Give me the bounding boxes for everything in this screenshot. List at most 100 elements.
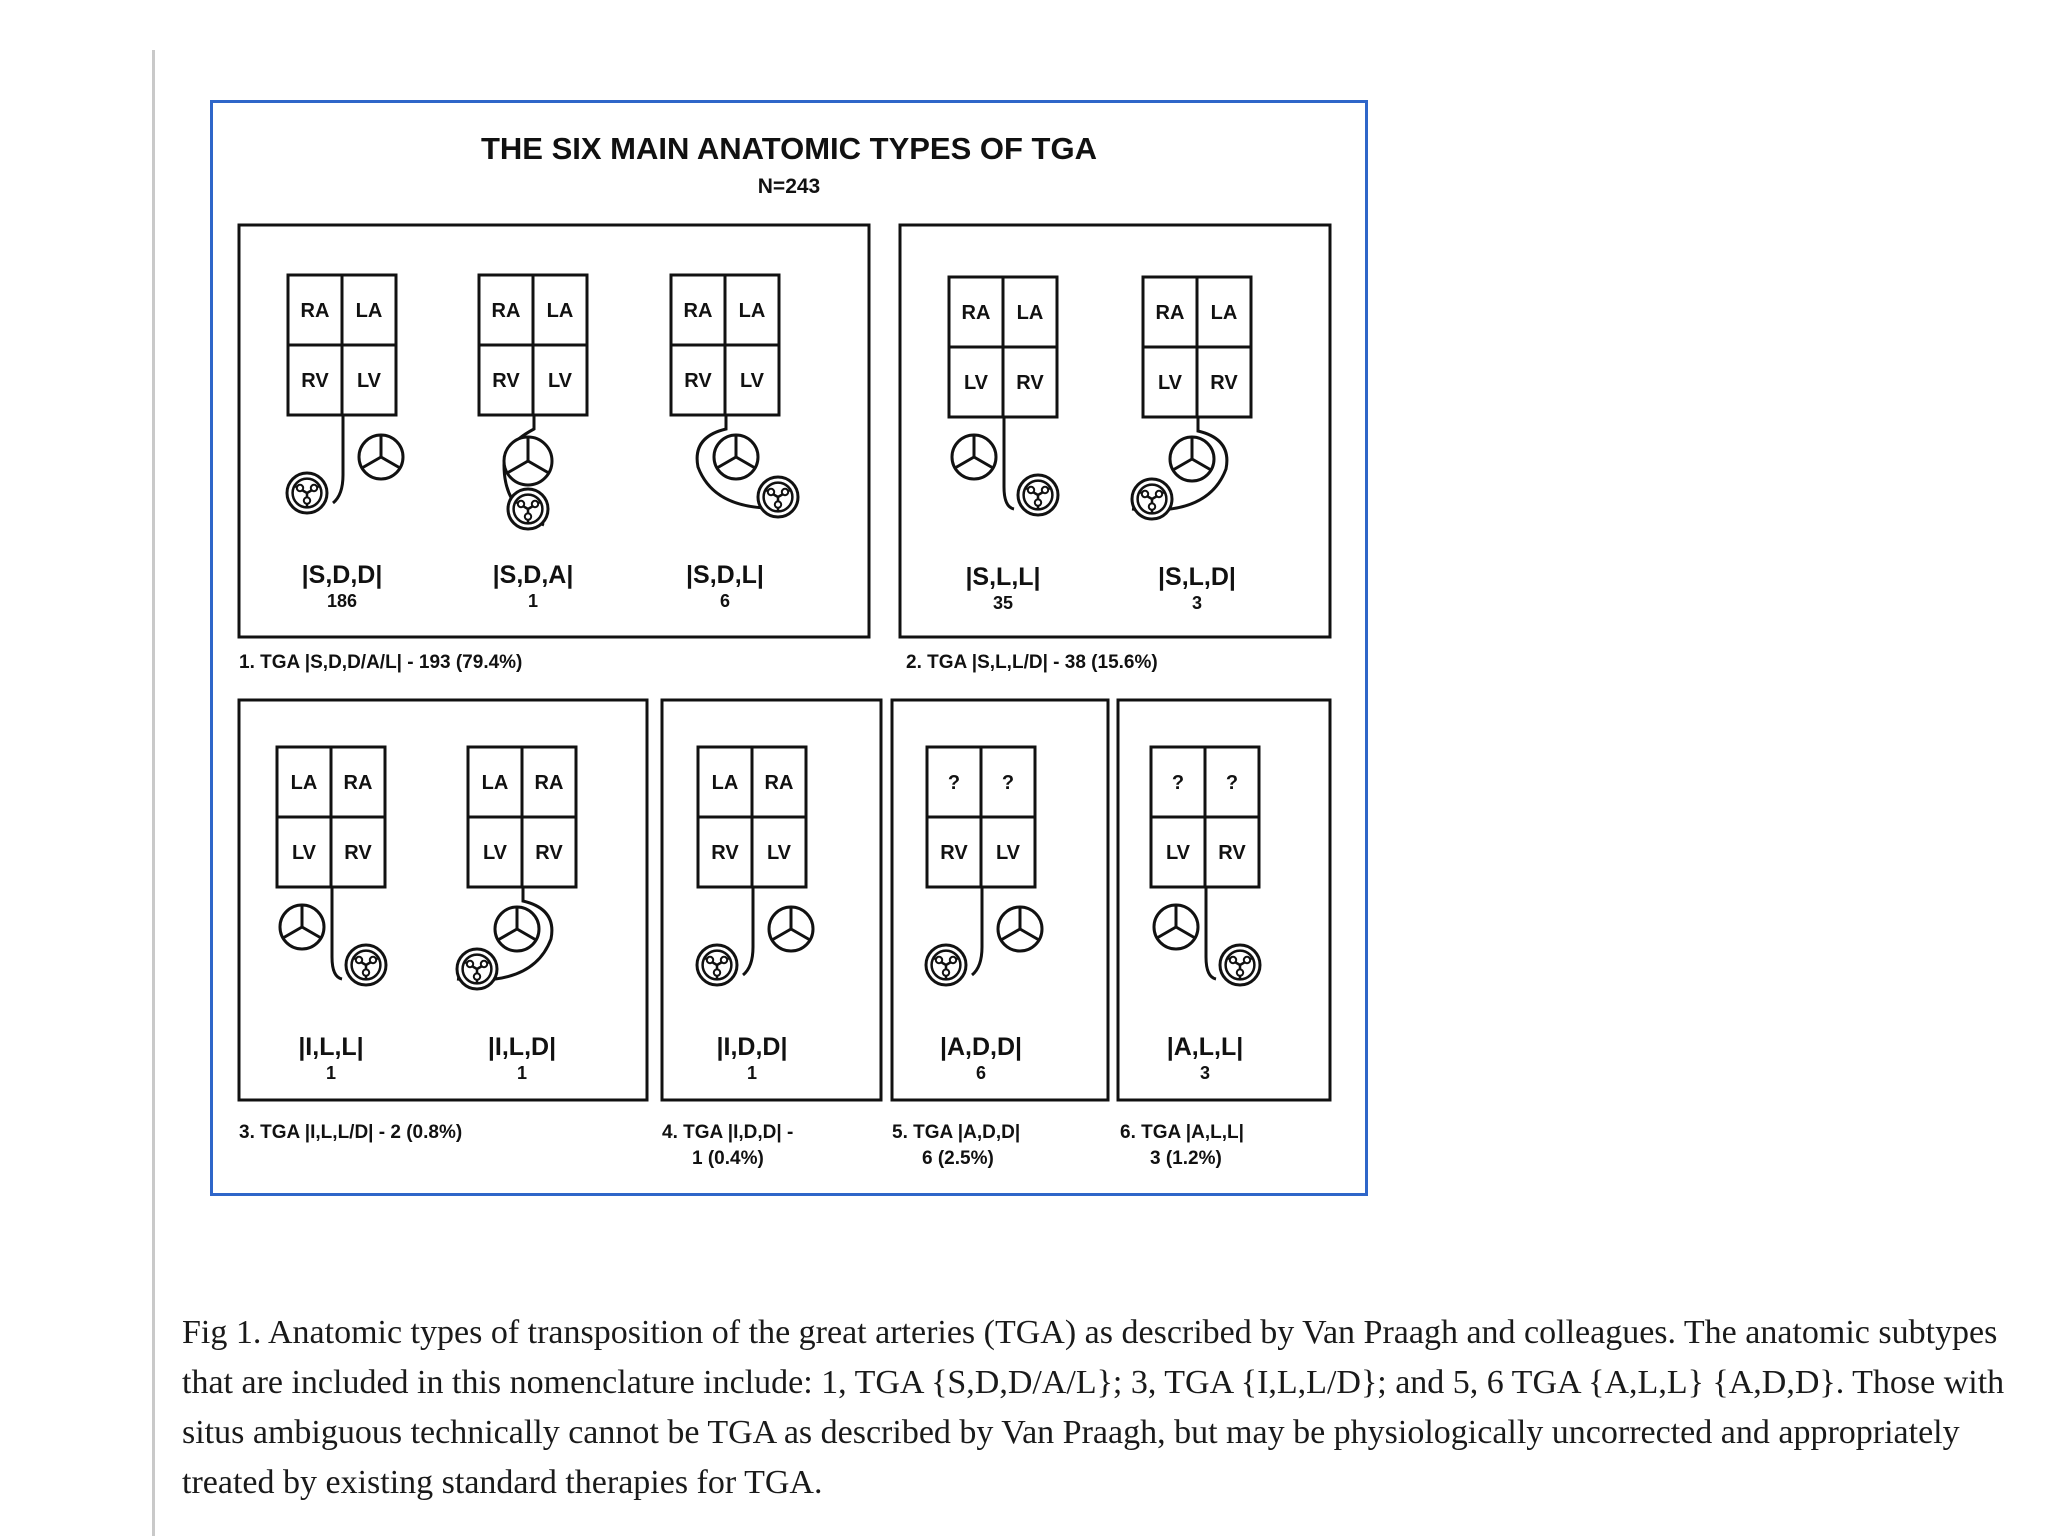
chamber-label: LV — [292, 842, 317, 864]
group-panel-5 — [890, 698, 1110, 1102]
segment-notation: |I,L,L| — [298, 1033, 363, 1061]
chamber-label: LV — [548, 370, 573, 392]
aortic-valve-icon — [278, 903, 326, 951]
group-caption-6: 6. TGA |A,L,L| — [1120, 1122, 1244, 1143]
pulmonary-valve-icon — [756, 475, 800, 519]
chamber-label: RA — [684, 300, 713, 322]
chamber-label: RV — [301, 370, 329, 392]
pulmonary-valve-icon — [506, 487, 550, 531]
pulmonary-valve-icon — [455, 947, 499, 991]
aortic-valve-icon — [767, 905, 815, 953]
chamber-label: ? — [948, 772, 960, 794]
pulmonary-valve-icon — [924, 943, 968, 987]
segment-notation: |A,L,L| — [1167, 1033, 1243, 1061]
segment-notation: |I,D,D| — [717, 1033, 788, 1061]
group-caption-5: 5. TGA |A,D,D| — [892, 1122, 1020, 1143]
chamber-label: ? — [1172, 772, 1184, 794]
pulmonary-valve-icon — [1130, 477, 1174, 521]
chamber-label: RV — [1016, 372, 1044, 394]
chamber-label: LV — [740, 370, 765, 392]
pulmonary-valve-icon — [695, 943, 739, 987]
group-caption-6: 3 (1.2%) — [1150, 1148, 1222, 1169]
aortic-valve-icon — [1152, 903, 1200, 951]
aortic-valve-icon — [493, 905, 541, 953]
segment-notation: |S,D,L| — [686, 561, 764, 589]
aortic-valve-icon — [357, 433, 405, 481]
segment-notation: |S,D,D| — [302, 561, 383, 589]
chamber-label: RA — [765, 772, 794, 794]
chamber-label: LV — [357, 370, 382, 392]
group-caption-5: 6 (2.5%) — [922, 1148, 994, 1169]
chamber-label: RV — [1218, 842, 1246, 864]
chamber-label: LA — [356, 300, 383, 322]
chamber-label: RA — [962, 302, 991, 324]
chamber-label: RV — [535, 842, 563, 864]
segment-notation: |I,L,D| — [488, 1033, 556, 1061]
figure-n-label: N=243 — [758, 175, 820, 198]
great-arteries-0-0 — [331, 415, 345, 505]
chamber-label: LA — [547, 300, 574, 322]
aortic-valve-icon — [996, 905, 1044, 953]
aortic-valve-icon — [712, 433, 760, 481]
aortic-valve-icon — [502, 435, 554, 487]
chamber-label: RV — [711, 842, 739, 864]
chamber-label: ? — [1226, 772, 1238, 794]
chamber-label: RV — [684, 370, 712, 392]
case-count: 6 — [976, 1063, 986, 1083]
group-panel-1 — [237, 223, 871, 639]
case-count: 3 — [1192, 593, 1202, 613]
pulmonary-valve-icon — [285, 471, 329, 515]
case-count: 35 — [993, 593, 1013, 613]
chamber-label: ? — [1002, 772, 1014, 794]
aortic-valve-icon — [950, 433, 998, 481]
group-panel-3 — [237, 698, 649, 1102]
group-caption-1: 1. TGA |S,D,D/A/L| - 193 (79.4%) — [239, 652, 522, 673]
heart-diagram: LA RA RV LV |I,D,D|1 — [696, 745, 808, 1083]
group-caption-2: 2. TGA |S,L,L/D| - 38 (15.6%) — [906, 652, 1158, 673]
pulmonary-valve-icon — [344, 943, 388, 987]
chamber-label: RA — [535, 772, 564, 794]
segment-notation: |S,L,L| — [965, 563, 1040, 591]
chamber-label: LA — [291, 772, 318, 794]
great-arteries-5-0 — [1204, 887, 1217, 981]
chamber-label: RV — [492, 370, 520, 392]
case-count: 6 — [720, 591, 730, 611]
chamber-label: RV — [940, 842, 968, 864]
case-count: 1 — [326, 1063, 336, 1083]
great-arteries-2-0 — [330, 887, 343, 981]
chamber-label: LV — [483, 842, 508, 864]
case-count: 1 — [747, 1063, 757, 1083]
group-panel-2 — [898, 223, 1332, 639]
pulmonary-valve-icon — [1016, 473, 1060, 517]
tga-diagram-svg: THE SIX MAIN ANATOMIC TYPES OF TGA N=243… — [237, 131, 1332, 1169]
tga-figure: THE SIX MAIN ANATOMIC TYPES OF TGA N=243… — [210, 100, 1368, 1196]
chamber-label: LV — [1166, 842, 1191, 864]
aortic-valve-icon — [1168, 435, 1216, 483]
heart-diagram: ?? RV LV |A,D,D|6 — [925, 745, 1037, 1083]
group-caption-3: 3. TGA |I,L,L/D| - 2 (0.8%) — [239, 1122, 462, 1143]
case-count: 186 — [327, 591, 357, 611]
case-count: 1 — [517, 1063, 527, 1083]
chamber-label: LA — [1211, 302, 1238, 324]
chamber-label: LA — [1017, 302, 1044, 324]
group-panel-4 — [660, 698, 883, 1102]
chamber-label: RA — [492, 300, 521, 322]
chamber-label: LV — [996, 842, 1021, 864]
group-panel-6 — [1116, 698, 1332, 1102]
chamber-label: RA — [301, 300, 330, 322]
chamber-label: LA — [712, 772, 739, 794]
great-arteries-3-0 — [741, 887, 755, 977]
segment-notation: |A,D,D| — [940, 1033, 1022, 1061]
left-border-rule — [152, 50, 155, 1536]
segment-notation: |S,D,A| — [493, 561, 574, 589]
diagram-layer: 1. TGA |S,D,D/A/L| - 193 (79.4%) RA LA RV LV… — [237, 223, 1332, 1169]
pulmonary-valve-icon — [1218, 943, 1262, 987]
chamber-label: LV — [767, 842, 792, 864]
group-caption-4: 1 (0.4%) — [692, 1148, 764, 1169]
